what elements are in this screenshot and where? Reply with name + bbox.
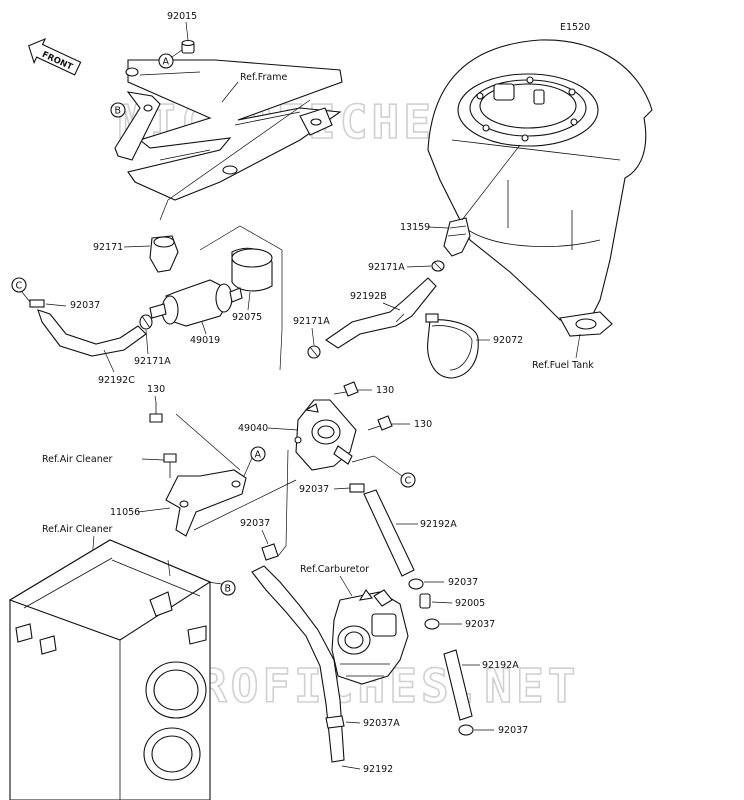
callout-a-lower	[250, 446, 266, 462]
part-92192a-upper-label: 92192A	[420, 519, 457, 530]
ref-air-cleaner-box-label: Ref.Air Cleaner	[42, 524, 113, 535]
carburetor	[331, 589, 409, 685]
ref-air-cleaner-top-label: Ref.Air Cleaner	[42, 454, 113, 465]
frame-bracket	[125, 59, 343, 201]
part-92075-label: 92075	[232, 312, 262, 323]
bolt-130-right	[367, 415, 393, 431]
diagram-code: E1520	[560, 22, 590, 33]
fitting-92005	[419, 593, 431, 609]
part-92015-label: 92015	[167, 11, 197, 22]
ref-fuel-tank-label: Ref.Fuel Tank	[532, 360, 594, 371]
part-49040-label: 49040	[238, 423, 268, 434]
hose-92192	[251, 565, 345, 763]
part-92171a-mid-label: 92171A	[293, 316, 330, 327]
part-92171-label: 92171	[93, 242, 123, 253]
clip-92037-carb1	[408, 578, 424, 590]
part-92171a-tank-label: 92171A	[368, 262, 405, 273]
callout-c-right	[400, 472, 416, 488]
grommet-92015	[181, 39, 195, 54]
bracket-11056	[165, 469, 247, 537]
fuel-filter-49019	[149, 279, 243, 327]
clip-92037-carb2	[424, 618, 440, 630]
clip-92037-bottom	[458, 724, 474, 736]
callout-c-left	[11, 277, 27, 293]
svg-text:C: C	[16, 281, 23, 292]
part-130-right-label: 130	[414, 419, 432, 430]
clamp-92171	[149, 235, 179, 273]
hose-92192a-upper	[363, 489, 415, 577]
svg-text:B: B	[225, 584, 232, 595]
part-92192c-label: 92192C	[98, 375, 135, 386]
svg-text:A: A	[255, 450, 262, 461]
fuel-tank	[427, 39, 653, 337]
ref-carburetor-label: Ref.Carburetor	[300, 564, 369, 575]
clip-92037-pump	[349, 483, 365, 493]
part-92037-pump-label: 92037	[299, 484, 329, 495]
clip-92037-left	[29, 299, 45, 308]
part-92072-label: 92072	[493, 335, 523, 346]
bolt-130-top	[333, 381, 359, 397]
part-92037-mid-label: 92037	[240, 518, 270, 529]
part-92192-label: 92192	[363, 764, 393, 775]
part-130-left-label: 130	[147, 384, 165, 395]
clamp-92171a-left	[139, 314, 153, 330]
clamp-92171a-mid	[307, 345, 321, 359]
callout-b-top	[110, 102, 126, 118]
clamp-92171a-tank	[431, 260, 445, 272]
hose-92192c	[37, 309, 147, 357]
part-11056-label: 11056	[110, 507, 140, 518]
svg-text:B: B	[115, 106, 122, 117]
callout-b-lower	[220, 580, 236, 596]
hose-92192b	[325, 277, 437, 349]
bracket-b	[114, 91, 161, 161]
part-92192b-label: 92192B	[350, 291, 387, 302]
part-130-top-label: 130	[376, 385, 394, 396]
part-92192a-lower-label: 92192A	[482, 660, 519, 671]
part-92037-left-label: 92037	[70, 300, 100, 311]
fuel-pump-49040	[294, 399, 357, 471]
bolt-air-cleaner	[163, 453, 177, 478]
hose-92192a-lower	[443, 649, 473, 721]
band-92072	[425, 313, 479, 379]
part-92037a-label: 92037A	[363, 718, 400, 729]
part-92037-carb2-label: 92037	[465, 619, 495, 630]
part-92171a-left-label: 92171A	[134, 356, 171, 367]
part-49019-label: 49019	[190, 335, 220, 346]
valve-13159	[443, 217, 471, 257]
part-92037-carb1-label: 92037	[448, 577, 478, 588]
svg-text:C: C	[405, 476, 412, 487]
clip-92037-mid	[261, 543, 279, 561]
clamp-92075	[231, 247, 273, 292]
air-cleaner-box	[8, 539, 212, 800]
part-92037-bottom-label: 92037	[498, 725, 528, 736]
part-13159-label: 13159	[400, 222, 430, 233]
bolt-130-left	[149, 402, 163, 423]
clip-92037a	[325, 715, 345, 729]
callout-a-top	[158, 53, 174, 69]
part-92005-label: 92005	[455, 598, 485, 609]
front-arrow-icon: FRONT	[28, 37, 82, 76]
svg-text:A: A	[163, 57, 170, 68]
ref-frame-label: Ref.Frame	[240, 72, 287, 83]
